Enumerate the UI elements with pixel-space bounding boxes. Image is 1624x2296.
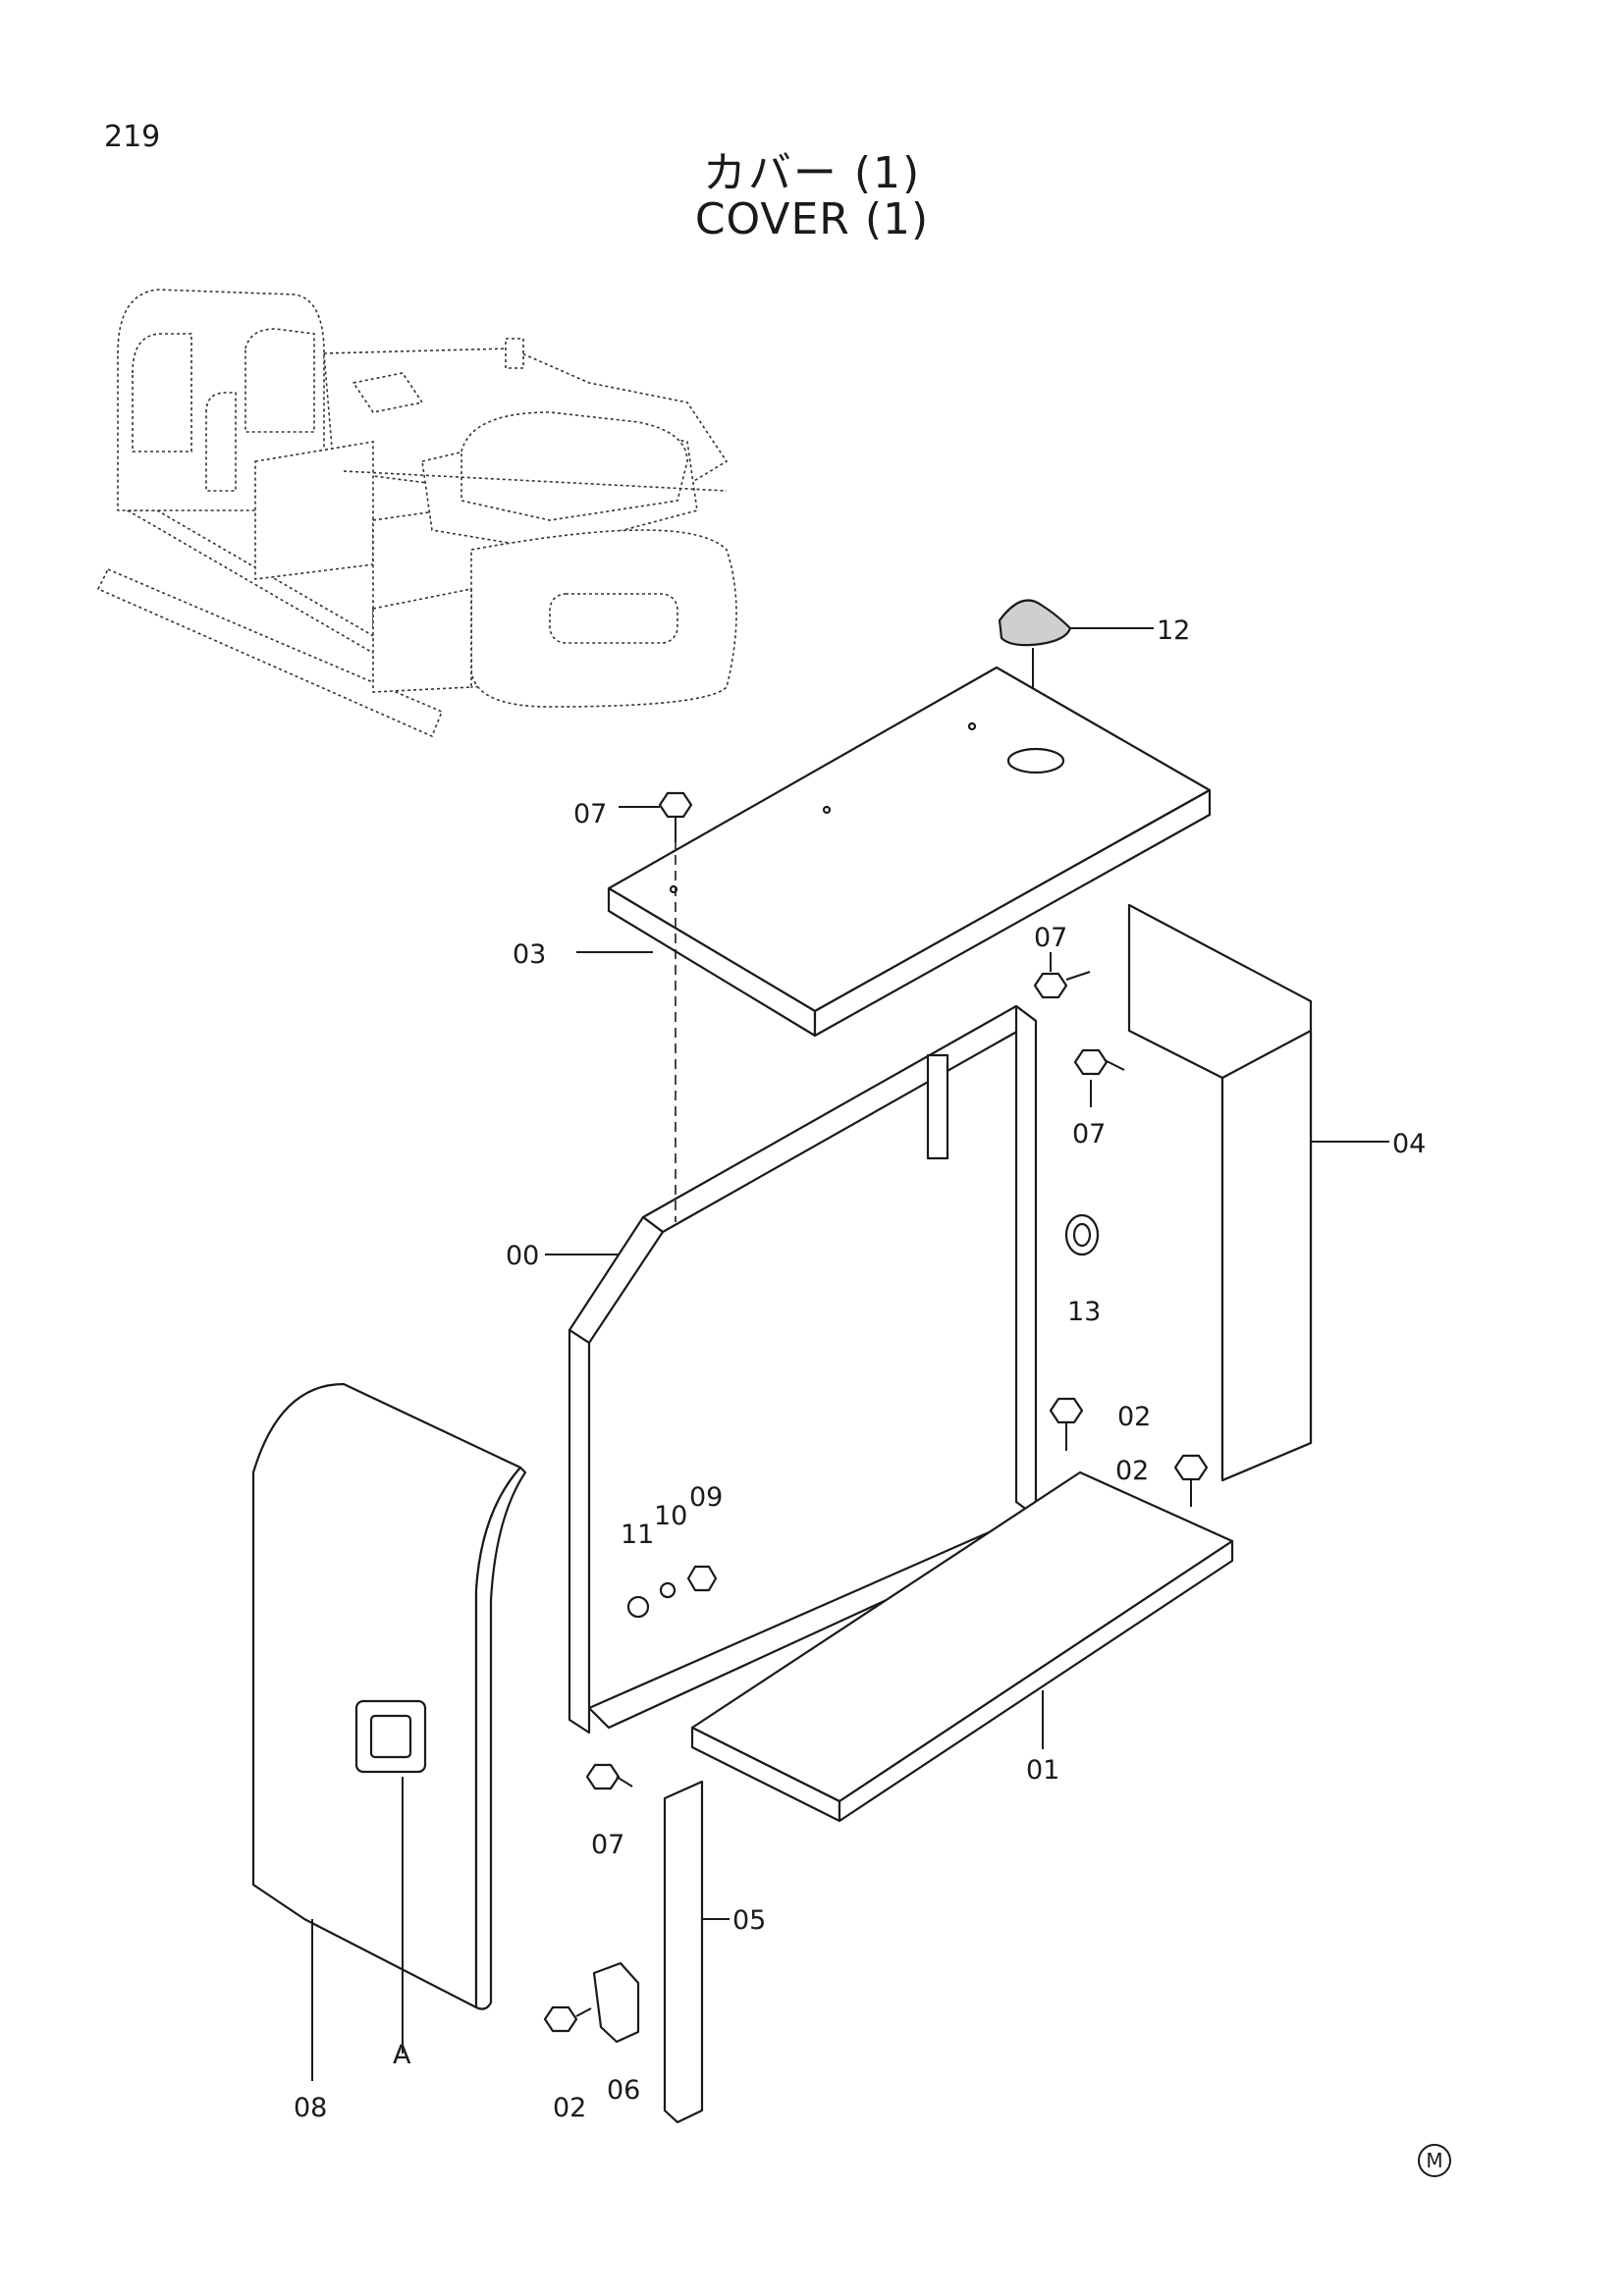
machine-overview-illustration <box>96 289 737 738</box>
bolts <box>543 791 1209 2033</box>
label-04: 04 <box>1392 1129 1426 1159</box>
label-02-right: 02 <box>1115 1456 1149 1486</box>
part-05-bracket <box>663 1780 730 2124</box>
page-number: 219 <box>104 120 161 154</box>
label-02-center: 02 <box>1117 1402 1151 1432</box>
washers-nut-09-10-11 <box>626 1565 718 1619</box>
label-02-bottom: 02 <box>553 2093 586 2123</box>
label-03: 03 <box>513 939 546 970</box>
label-06: 06 <box>607 2075 640 2106</box>
part-03-top-cover <box>576 666 1212 1038</box>
title-japanese: カバー (1) <box>702 148 922 198</box>
circled-m-mark: M <box>1418 2144 1451 2177</box>
label-07-right-middle: 07 <box>1072 1119 1106 1149</box>
label-00: 00 <box>506 1241 539 1271</box>
label-13: 13 <box>1067 1297 1101 1327</box>
label-08: 08 <box>294 2093 327 2123</box>
part-08-door <box>251 1382 527 2081</box>
label-11: 11 <box>621 1520 654 1550</box>
label-09: 09 <box>689 1482 723 1513</box>
label-05: 05 <box>732 1905 766 1936</box>
label-07-bottom: 07 <box>591 1830 624 1860</box>
label-12: 12 <box>1157 615 1190 646</box>
part-06-plate <box>592 1961 640 2044</box>
part-00-frame <box>545 839 1038 1735</box>
label-view-a: A <box>393 2040 411 2070</box>
title-english: COVER (1) <box>694 194 930 244</box>
part-01-bottom-plate <box>690 1470 1234 1823</box>
part-04-side-cover <box>1127 903 1389 1482</box>
label-01: 01 <box>1026 1755 1059 1786</box>
label-10: 10 <box>654 1501 687 1531</box>
label-07-right-upper: 07 <box>1034 923 1067 953</box>
label-07-top: 07 <box>573 799 607 829</box>
